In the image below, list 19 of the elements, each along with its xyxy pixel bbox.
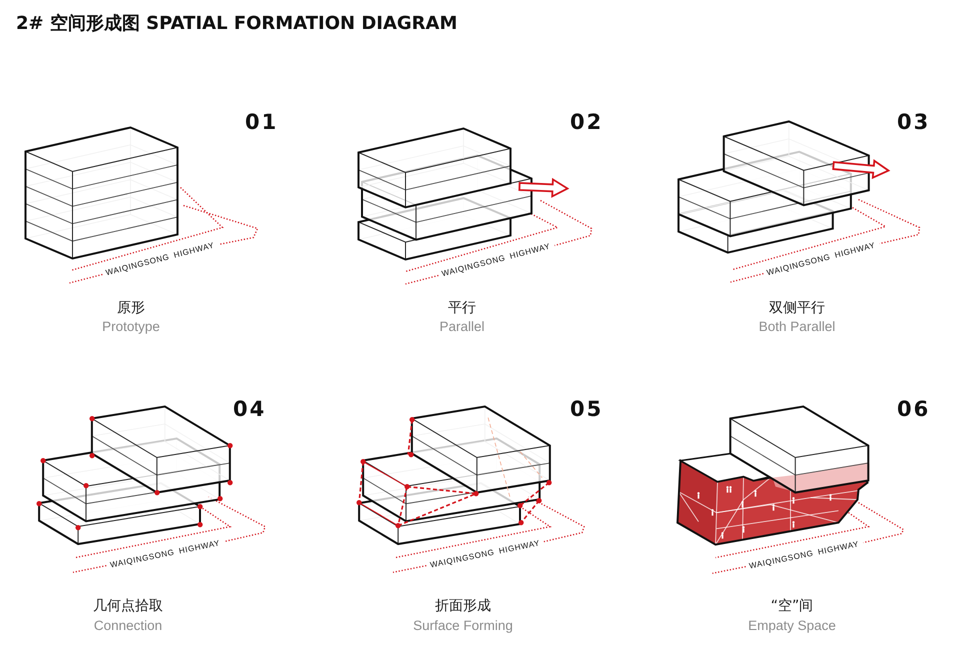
panel-caption: 双侧平行 xyxy=(769,299,825,317)
panel-caption: 原形 xyxy=(117,299,145,317)
panel-subcaption: Surface Forming xyxy=(413,617,513,635)
panel-number: 06 xyxy=(897,399,930,420)
panel-number: 03 xyxy=(897,112,930,133)
panel-caption: “空”间 xyxy=(770,597,814,615)
panel-subcaption: Empaty Space xyxy=(748,617,836,635)
panel-caption: 折面形成 xyxy=(435,597,491,615)
panel-number: 04 xyxy=(233,399,266,420)
panel-number: 01 xyxy=(245,112,278,133)
panel-subcaption: Both Parallel xyxy=(758,318,836,336)
panel-subcaption: Prototype xyxy=(102,318,160,336)
panel-subcaption: Parallel xyxy=(439,318,485,336)
panel-subcaption: Connection xyxy=(94,617,162,635)
panel-caption: 平行 xyxy=(448,299,476,317)
panel-number: 02 xyxy=(570,112,604,133)
panel-number: 05 xyxy=(570,399,604,420)
page-title: 2# 空间形成图 SPATIAL FORMATION DIAGRAM xyxy=(16,12,458,36)
panel-caption: 几何点拾取 xyxy=(93,597,163,615)
